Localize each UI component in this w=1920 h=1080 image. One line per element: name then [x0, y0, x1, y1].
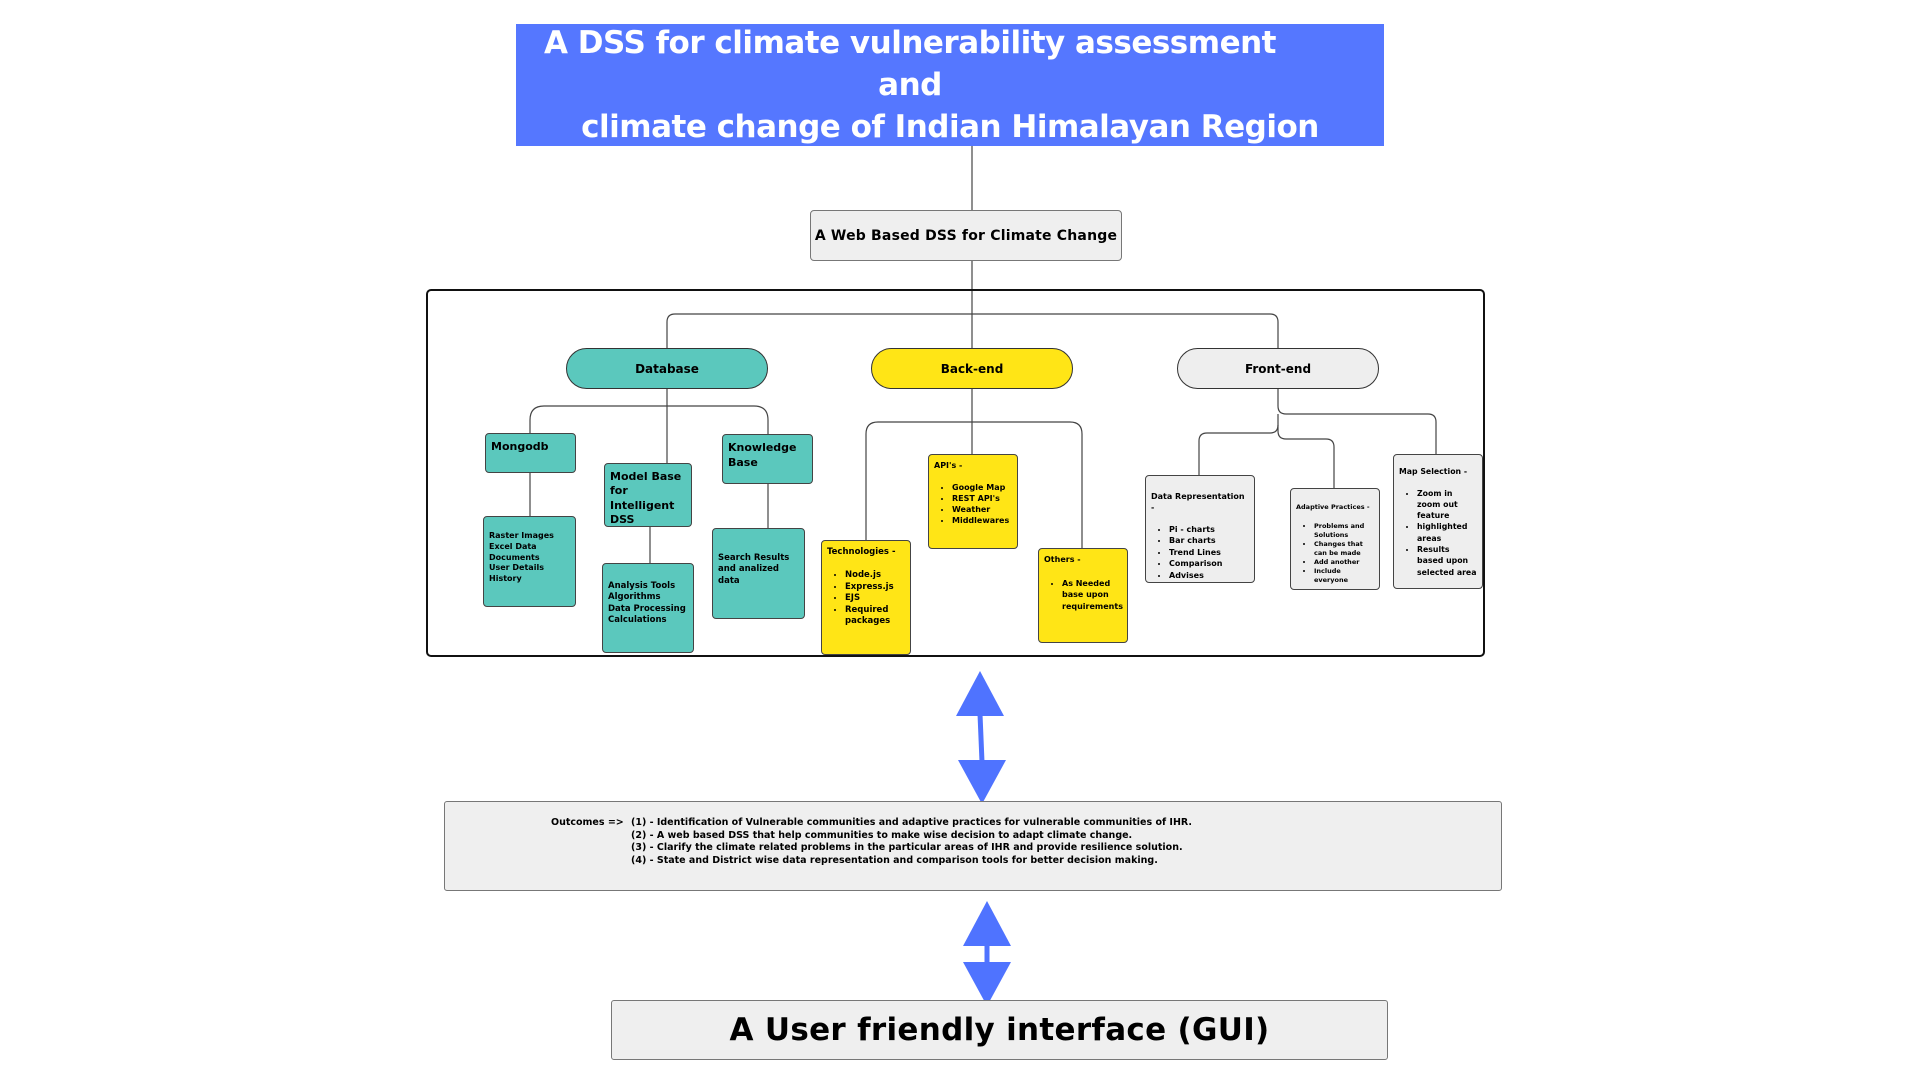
list-item: REST API's [952, 493, 1012, 504]
list-item: Excel Data [489, 541, 537, 551]
adaptive-practices-heading: Adaptive Practices - [1296, 503, 1370, 511]
outcome-item: (4) - State and District wise data repre… [631, 854, 1158, 866]
outcomes-box: Outcomes => (1) - Identification of Vuln… [444, 801, 1502, 891]
list-item: Required packages [845, 605, 905, 628]
web-dss-box: A Web Based DSS for Climate Change [810, 210, 1122, 261]
list-item: Trend Lines [1169, 547, 1249, 559]
list-item: Changes that can be made [1314, 540, 1374, 558]
list-item: Advises [1169, 570, 1249, 582]
list-item: Zoom in zoom out feature [1417, 488, 1477, 522]
model-base-label-line: for Intelligent [610, 484, 675, 512]
data-representation-heading: Data Representation - [1151, 492, 1245, 512]
knowledge-base-node: Knowledge Base [722, 434, 813, 484]
model-base-node: Model Base for Intelligent DSS [604, 463, 692, 527]
adaptive-practices-card: Adaptive Practices - Problems and Soluti… [1290, 488, 1380, 590]
mongodb-items-card: Raster Images Excel Data Documents User … [483, 516, 576, 607]
knowledge-base-label-line: Base [728, 455, 758, 469]
knowledge-base-label-line: Knowledge [728, 441, 797, 454]
list-item: highlighted areas [1417, 521, 1477, 544]
outcomes-list: (1) - Identification of Vulnerable commu… [631, 817, 1192, 867]
list-item: Weather [952, 504, 1012, 515]
list-item: Calculations [608, 615, 667, 626]
title-line-1: A DSS for climate vulnerability assessme… [544, 25, 1276, 103]
list-item: Raster Images [489, 531, 554, 540]
knowledge-base-items-card: Search Results and analized data [712, 528, 805, 619]
list-item: Google Map [952, 482, 1012, 493]
list-item: Problems and Solutions [1314, 522, 1374, 540]
apis-card: API's - Google Map REST API's Weather Mi… [928, 454, 1018, 549]
list-item: Data Processing [608, 603, 686, 614]
list-item: Include everyone [1314, 567, 1374, 585]
list-item: Pi - charts [1169, 524, 1249, 536]
list-item: Search Results [718, 553, 790, 563]
frontend-node: Front-end [1177, 348, 1379, 389]
technologies-card: Technologies - Node.js Express.js EJS Re… [821, 540, 911, 655]
list-item: data [718, 575, 740, 586]
database-node: Database [566, 348, 768, 389]
outcome-item: (3) - Clarify the climate related proble… [631, 842, 1183, 853]
outcome-item: (1) - Identification of Vulnerable commu… [631, 817, 1192, 828]
list-item: Comparison [1169, 558, 1249, 570]
others-card: Others - As Needed base upon requirement… [1038, 548, 1128, 643]
model-base-items-card: Analysis Tools Algorithms Data Processin… [602, 563, 694, 653]
outcome-item: (2) - A web based DSS that help communit… [631, 829, 1133, 841]
map-selection-heading: Map Selection - [1399, 467, 1468, 476]
mongodb-node: Mongodb [485, 433, 576, 473]
data-representation-card: Data Representation - Pi - charts Bar ch… [1145, 475, 1255, 583]
backend-node: Back-end [871, 348, 1073, 389]
diagram-title-box: A DSS for climate vulnerability assessme… [516, 24, 1384, 146]
list-item: Bar charts [1169, 535, 1249, 547]
list-item: Express.js [845, 582, 905, 593]
list-item: History [489, 574, 522, 584]
list-item: Add another [1314, 558, 1374, 567]
list-item: EJS [845, 593, 905, 604]
list-item: and analized [718, 564, 779, 575]
others-heading: Others - [1044, 555, 1081, 564]
double-arrow-icon [956, 671, 1006, 804]
list-item: Results based upon selected area [1417, 544, 1477, 578]
model-base-label-line: Model Base [610, 470, 682, 483]
gui-box: A User friendly interface (GUI) [611, 1000, 1388, 1060]
list-item: Node.js [845, 570, 905, 581]
list-item: As Needed base upon requirements [1062, 578, 1123, 613]
map-selection-card: Map Selection - Zoom in zoom out feature… [1393, 454, 1483, 589]
architecture-frame [426, 289, 1485, 657]
list-item: Documents [489, 552, 540, 562]
list-item: User Details [489, 563, 544, 573]
outcomes-label: Outcomes => [551, 817, 624, 828]
mongodb-label: Mongodb [491, 440, 549, 453]
technologies-heading: Technologies - [827, 547, 896, 557]
list-item: Analysis Tools [608, 581, 676, 591]
diagram-title: A DSS for climate vulnerability assessme… [516, 22, 1384, 148]
list-item: Algorithms [608, 592, 661, 603]
model-base-label-line: DSS [610, 512, 635, 526]
list-item: Middlewares [952, 515, 1012, 526]
double-arrow-icon [963, 901, 1011, 1006]
title-line-2: climate change of Indian Himalayan Regio… [581, 109, 1319, 145]
apis-heading: API's - [934, 461, 963, 470]
